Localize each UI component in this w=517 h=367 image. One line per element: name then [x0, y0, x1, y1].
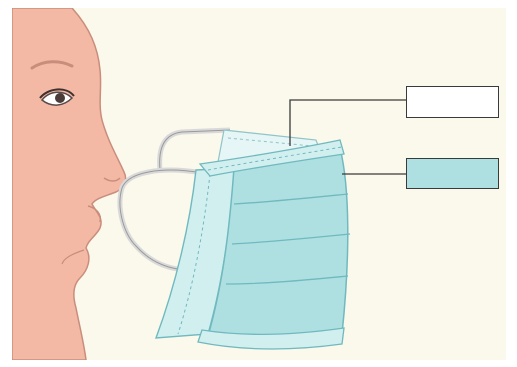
eye-iris — [55, 93, 65, 103]
diagram-panel — [12, 8, 506, 360]
outer-layer-label-box — [406, 158, 499, 189]
inner-layer-label-box — [406, 86, 499, 118]
face-profile — [12, 8, 126, 360]
